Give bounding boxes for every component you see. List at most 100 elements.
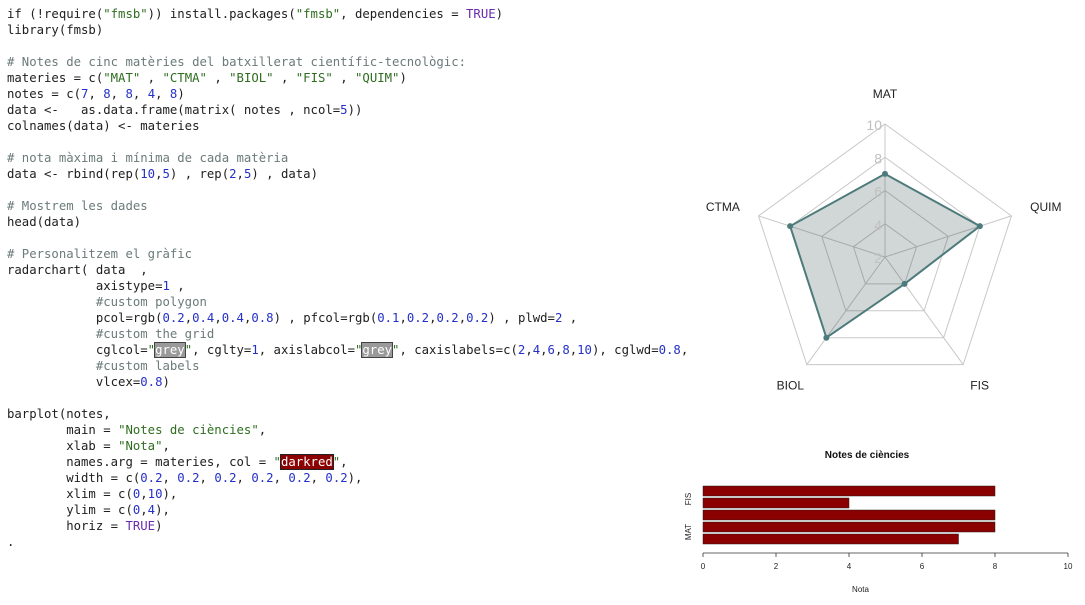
code-token: 0.8: [658, 343, 681, 357]
code-token: ,: [540, 343, 548, 357]
radar-axis-tick-label: 10: [866, 117, 882, 133]
code-token: 0.8: [140, 375, 163, 389]
code-line: barplot(notes,: [7, 406, 688, 422]
code-token: ) , rep(: [169, 167, 230, 181]
code-token: # nota màxima i mínima de cada matèria: [7, 151, 289, 165]
bar-x-tick-label: 6: [920, 562, 925, 571]
code-token: xlim = c(: [7, 487, 133, 501]
code-token: 10: [147, 487, 163, 501]
code-token: ): [162, 375, 170, 389]
code-token: 10: [140, 167, 156, 181]
radar-grid-ring: [789, 156, 981, 339]
code-token: #custom the grid: [95, 327, 215, 341]
code-token: ,: [258, 423, 267, 437]
code-token: ,: [680, 343, 689, 357]
code-token: , caxislabels=c(: [399, 343, 518, 357]
code-token: ,: [458, 311, 467, 325]
code-token: ) , pfcol=rgb(: [273, 311, 378, 325]
code-token: "Nota": [118, 439, 163, 453]
radar-spoke: [884, 256, 964, 365]
code-token: 0.2: [406, 311, 430, 325]
code-token: 4: [532, 343, 541, 357]
code-token: library(fmsb): [7, 23, 104, 37]
code-token: 0.2: [466, 311, 489, 325]
bar-category-label: FIS: [684, 493, 693, 505]
code-line: main = "Notes de ciències",: [7, 422, 688, 438]
code-token: ): [155, 519, 163, 533]
code-token: 4: [147, 87, 156, 101]
code-token: "fmsb": [103, 7, 148, 21]
code-token: ": [332, 455, 341, 469]
bar-x-tick-label: 8: [993, 562, 998, 571]
code-token: ),: [347, 471, 363, 485]
code-token: ,: [554, 343, 563, 357]
code-token: ),: [155, 503, 170, 517]
code-token: "Notes de ciències": [118, 423, 259, 437]
code-token: ,: [214, 311, 222, 325]
code-token: 0.2: [436, 311, 459, 325]
code-line: data <- rbind(rep(10,5) , rep(2,5) , dat…: [7, 166, 688, 182]
code-token: 5: [162, 167, 170, 181]
code-token: 0.8: [251, 311, 274, 325]
code-token: , axislabcol=: [258, 343, 355, 357]
code-token: radarchart( data ,: [7, 263, 148, 277]
radar-data-polygon: [788, 172, 982, 340]
code-token: horiz =: [7, 519, 126, 533]
code-token: pcol=rgb(: [7, 311, 163, 325]
code-token: ) , plwd=: [488, 311, 555, 325]
code-token: 4: [147, 503, 156, 517]
code-token: # Notes de cinc matèries del batxillerat…: [7, 55, 467, 69]
radar-axis-tick-label: 8: [874, 150, 882, 166]
bar-mark: [702, 533, 959, 545]
code-token: 0: [132, 503, 141, 517]
code-token: 2: [554, 311, 563, 325]
code-token: ,: [332, 71, 356, 85]
code-editor[interactable]: if (!require("fmsb")) install.packages("…: [7, 6, 688, 550]
code-token: .: [7, 535, 15, 549]
code-token: ": [355, 343, 363, 357]
code-token: data <- rbind(rep(: [7, 167, 141, 181]
radar-axis-label: QUIM: [1030, 200, 1061, 214]
code-line: # nota màxima i mínima de cada matèria: [7, 150, 688, 166]
code-line: head(data): [7, 214, 688, 230]
code-token: 10: [577, 343, 592, 357]
code-line: axistype=1 ,: [7, 278, 688, 294]
radar-axis-label: FIS: [970, 378, 989, 392]
code-token: ,: [273, 71, 296, 85]
radar-axis-tick-label: 6: [874, 184, 882, 200]
code-token: ): [177, 87, 185, 101]
code-token: ,: [310, 471, 326, 485]
bar-mark: [702, 509, 996, 521]
code-line: cglcol="grey", cglty=1, axislabcol="grey…: [7, 342, 688, 358]
code-token: ,: [140, 487, 148, 501]
code-token: 0.2: [214, 471, 237, 485]
code-token: ,: [236, 471, 252, 485]
code-token: 8: [169, 87, 178, 101]
code-token: 8: [125, 87, 133, 101]
code-token: )): [347, 103, 363, 117]
code-token: data <- as.data.frame(matrix( notes , nc…: [7, 103, 341, 117]
radar-axis-label: MAT: [873, 87, 898, 101]
code-token: 1: [251, 343, 259, 357]
code-token: ,: [169, 279, 185, 293]
bar-category-label: MAT: [684, 524, 693, 540]
code-token: grey: [154, 342, 186, 358]
radar-data-point: [823, 334, 830, 341]
code-token: ,: [399, 311, 407, 325]
code-token: ,: [162, 471, 178, 485]
code-token: vlcex=: [7, 375, 141, 389]
code-token: ": [184, 343, 193, 357]
radar-data-point: [976, 223, 983, 230]
code-token: ,: [140, 71, 163, 85]
code-token: ,: [236, 167, 244, 181]
code-token: 5: [243, 167, 252, 181]
code-token: colnames(data) <- materies: [7, 119, 200, 133]
radar-spoke: [806, 256, 886, 365]
bar-mark: [702, 497, 850, 509]
code-token: "CTMA": [162, 71, 207, 85]
code-line: [7, 182, 688, 198]
code-token: "BIOL": [229, 71, 274, 85]
code-line: notes = c(7, 8, 8, 4, 8): [7, 86, 688, 102]
code-token: ,: [243, 311, 252, 325]
